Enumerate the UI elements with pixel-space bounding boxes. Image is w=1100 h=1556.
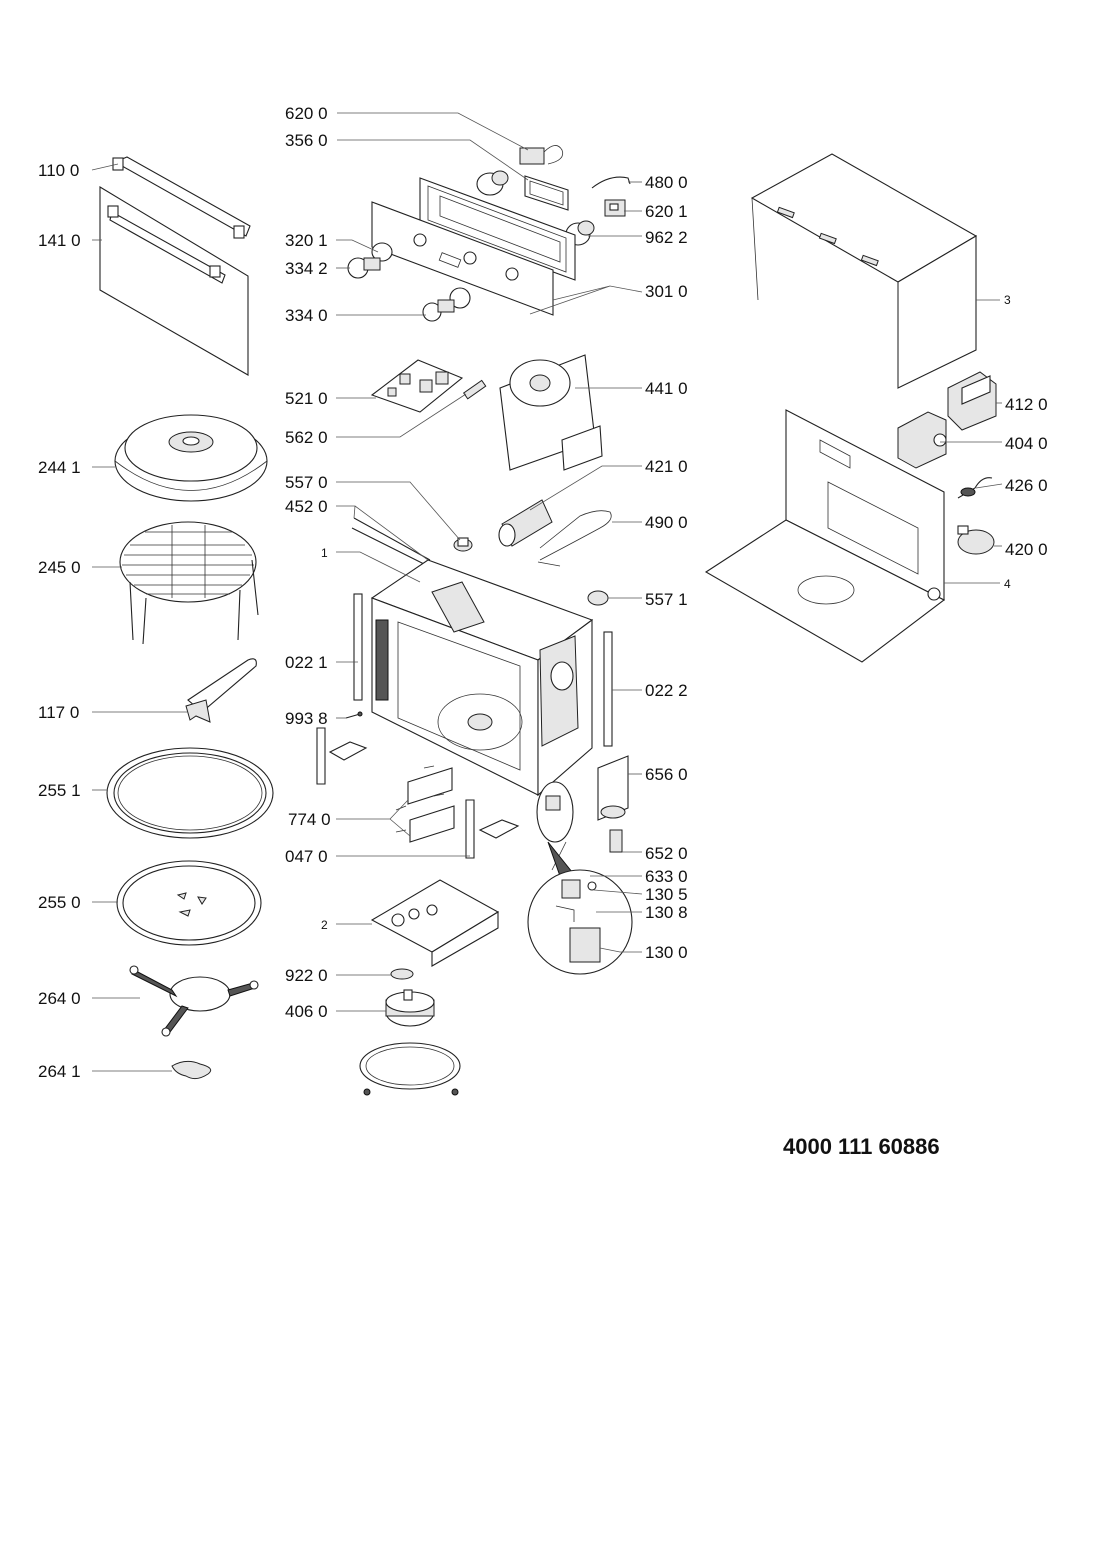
roller-ring [106,747,274,839]
switch-assembly-detail [527,781,633,975]
callout-922-0: 922 0 [285,966,328,985]
callout-490-0: 490 0 [645,513,688,532]
base-plate [370,879,500,967]
callout-774-0: 774 0 [288,810,331,829]
callout-656-0: 656 0 [645,765,688,784]
callout-4: 4 [1004,577,1011,591]
side-rail-right [603,631,613,747]
callout-320-1: 320 1 [285,231,328,250]
callout-264-0: 264 0 [38,989,81,1008]
door-hinges [316,727,520,859]
leader-lines [91,112,1003,1072]
callout-3: 3 [1004,293,1011,307]
front-control-panel [371,201,554,316]
callout-245-0: 245 0 [38,558,81,577]
control-board [370,359,464,413]
lamp-bracket [597,755,629,853]
control-panel-frame [419,177,576,281]
callout-420-0: 420 0 [1005,540,1048,559]
callout-620-1: 620 1 [645,202,688,221]
turntable-coupler [171,1060,212,1080]
callout-652-0: 652 0 [645,844,688,863]
chassis-base [704,409,946,663]
callout-130-0: 130 0 [645,943,688,962]
grill-rack [119,521,259,645]
callout-334-0: 334 0 [285,306,328,325]
callout-labels: 620 0 356 0 110 0 480 0 620 1 141 0 320 … [38,104,1048,1081]
thermostat-upper [453,537,473,552]
callout-130-5: 130 5 [645,885,688,904]
wire-harness [537,510,612,567]
callout-441-0: 441 0 [645,379,688,398]
turntable-plate [116,860,262,946]
callout-421-0: 421 0 [645,457,688,476]
callout-557-1: 557 1 [645,590,688,609]
callout-633-0: 633 0 [645,867,688,886]
callout-620-0: 620 0 [285,104,328,123]
callout-130-8: 130 8 [645,903,688,922]
callout-110-0: 110 0 [38,161,79,180]
document-number: 4000 111 60886 [783,1134,940,1159]
callout-412-0: 412 0 [1005,395,1048,414]
thermal-fuse-wire [957,477,993,499]
callout-047-0: 047 0 [285,847,328,866]
motor-cover-ring [359,1042,461,1096]
callout-480-0: 480 0 [645,173,688,192]
transformer [947,371,997,431]
switch-block [604,199,626,217]
turntable-motor [385,989,435,1027]
callout-452-0: 452 0 [285,497,328,516]
capacitor [498,499,553,547]
callout-521-0: 521 0 [285,389,328,408]
callout-264-1: 264 1 [38,1062,81,1081]
callout-117-0: 117 0 [38,703,79,722]
knob-right [422,287,471,322]
door-panel [99,186,249,376]
outer-casing [750,153,978,389]
encoder-upper [476,170,509,196]
knob-left [347,242,393,279]
callout-2: 2 [321,918,328,932]
callout-1: 1 [321,546,328,560]
callout-301-0: 301 0 [645,282,688,301]
sensor-cable [591,176,631,189]
callout-562-0: 562 0 [285,428,328,447]
side-rail-left [353,593,363,701]
callout-244-1: 244 1 [38,458,81,477]
callout-557-0: 557 0 [285,473,328,492]
screw [345,711,363,719]
callout-426-0: 426 0 [1005,476,1048,495]
oven-cavity [370,559,594,797]
lamp-holder [519,145,564,165]
callout-406-0: 406 0 [285,1002,328,1021]
callout-255-1: 255 1 [38,781,81,800]
callout-962-2: 962 2 [645,228,688,247]
hv-capacitor [957,525,995,555]
heating-rods [351,517,431,567]
display-window [524,175,569,211]
gripper-tool [185,658,257,723]
fan-motor-bracket [499,354,603,471]
thermostat-lower [587,590,609,606]
callout-404-0: 404 0 [1005,434,1048,453]
callout-993-8: 993 8 [285,709,328,728]
callout-022-1: 022 1 [285,653,328,672]
washer [390,968,414,980]
callout-141-0: 141 0 [38,231,81,250]
callout-255-0: 255 0 [38,893,81,912]
magnetron [897,411,947,469]
callout-356-0: 356 0 [285,131,328,150]
fuse [462,379,487,400]
cover-dome [114,414,268,502]
callout-334-2: 334 2 [285,259,328,278]
callout-022-2: 022 2 [645,681,688,700]
roller-star [129,965,259,1037]
